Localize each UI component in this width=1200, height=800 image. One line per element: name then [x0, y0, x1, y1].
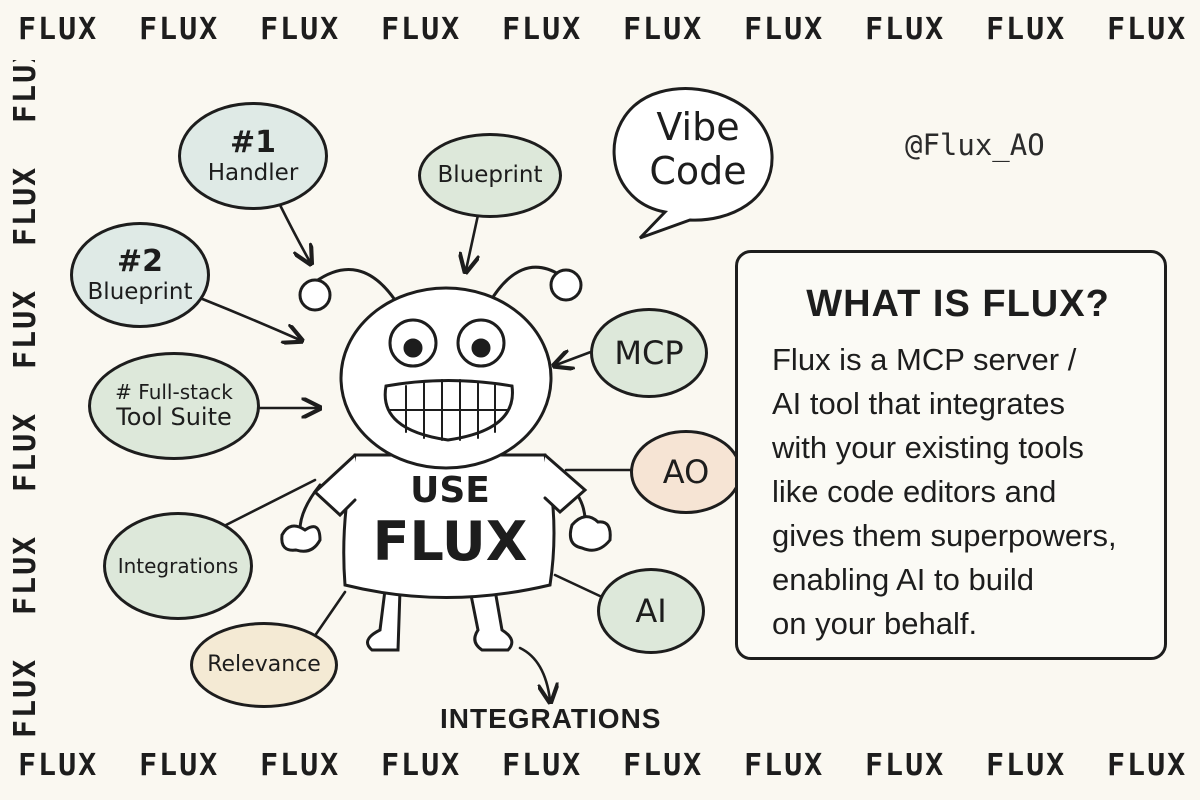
- border-word: FLUX: [1107, 748, 1188, 783]
- info-line: on your behalf.: [772, 606, 978, 641]
- speech-bubble-vibe-code: [612, 87, 774, 240]
- border-word: FLUX: [260, 12, 341, 47]
- speech-line-2: Code: [649, 149, 747, 193]
- border-top-row: FLUX FLUX FLUX FLUX FLUX FLUX FLUX FLUX …: [0, 12, 1200, 52]
- bubble-toolsuite-line1: # Full-stack: [115, 379, 233, 404]
- bubble-ao-label: AO: [662, 452, 710, 491]
- border-word: FLUX: [986, 748, 1067, 783]
- bubble-ai-label: AI: [635, 591, 667, 630]
- bubble-mcp-label: MCP: [614, 333, 684, 372]
- border-word: FLUX: [502, 12, 583, 47]
- border-word: FLUX: [18, 12, 99, 47]
- bubble-ao: AO: [630, 430, 742, 514]
- shirt-text-flux: FLUX: [372, 510, 528, 573]
- bubble-blueprint-two-label: Blueprint: [87, 279, 193, 306]
- bubble-handler: #1 Handler: [178, 102, 328, 210]
- border-word: FLUX: [744, 748, 825, 783]
- arrow-integrations: [518, 646, 550, 700]
- info-line: enabling AI to build: [772, 562, 1034, 597]
- bubble-relevance-label: Relevance: [207, 652, 321, 678]
- speech-line-1: Vibe: [656, 105, 740, 149]
- border-bottom-row: FLUX FLUX FLUX FLUX FLUX FLUX FLUX FLUX …: [0, 748, 1200, 788]
- bubble-blueprint-top-label: Blueprint: [437, 162, 543, 189]
- border-word: FLUX: [1107, 12, 1188, 47]
- border-word: FLUX: [623, 12, 704, 47]
- border-word: FLUX: [139, 748, 220, 783]
- border-word: FLUX: [744, 12, 825, 47]
- bubble-mcp: MCP: [590, 308, 708, 398]
- bubble-relevance: Relevance: [190, 622, 338, 708]
- info-line: AI tool that integrates: [772, 386, 1065, 421]
- arrow-handler: [278, 203, 310, 262]
- border-word: FLUX: [502, 748, 583, 783]
- speech-text: Vibe Code: [618, 105, 778, 193]
- info-line: like code editors and: [772, 474, 1057, 509]
- border-word: FLUX: [260, 748, 341, 783]
- bubble-blueprint-two-number: #2: [116, 243, 163, 279]
- connector-ai: [553, 573, 604, 599]
- bubble-integrations-label: Integrations: [117, 553, 239, 578]
- bubble-blueprint-top: Blueprint: [418, 133, 562, 218]
- bubble-toolsuite-line2: Tool Suite: [116, 402, 232, 431]
- info-line: Flux is a MCP server /: [772, 342, 1077, 377]
- border-word: FLUX: [865, 12, 946, 47]
- border-word: FLUX: [986, 12, 1067, 47]
- mascot-bug: [280, 265, 612, 652]
- bubble-blueprint-two: #2 Blueprint: [70, 222, 210, 328]
- arrow-blueprint-top: [466, 213, 478, 270]
- border-word: FLUX: [139, 12, 220, 47]
- shirt-text-use: USE: [410, 470, 490, 511]
- bubble-ai: AI: [597, 568, 705, 654]
- info-body: Flux is a MCP server / AI tool that inte…: [772, 338, 1144, 646]
- border-word: FLUX: [381, 748, 462, 783]
- bubble-integrations: Integrations: [103, 512, 253, 620]
- info-title: WHAT IS FLUX?: [806, 283, 1110, 325]
- bubble-toolsuite: # Full-stack Tool Suite: [88, 352, 260, 460]
- connector-relevance: [310, 590, 347, 642]
- arrow-blueprint-two: [198, 296, 300, 340]
- border-word: FLUX: [381, 12, 462, 47]
- border-word: FLUX: [18, 748, 99, 783]
- bubble-handler-label: Handler: [207, 160, 299, 187]
- arrow-mcp: [556, 348, 598, 365]
- social-handle: @Flux_AO: [905, 128, 1045, 162]
- border-word: FLUX: [623, 748, 704, 783]
- bubble-handler-number: #1: [229, 124, 276, 160]
- info-line: gives them superpowers,: [772, 518, 1117, 553]
- border-word: FLUX: [865, 748, 946, 783]
- info-box: WHAT IS FLUX? Flux is a MCP server / AI …: [735, 250, 1167, 660]
- connector-integrations: [224, 478, 317, 527]
- info-line: with your existing tools: [772, 430, 1084, 465]
- integrations-label: INTEGRATIONS: [440, 703, 662, 734]
